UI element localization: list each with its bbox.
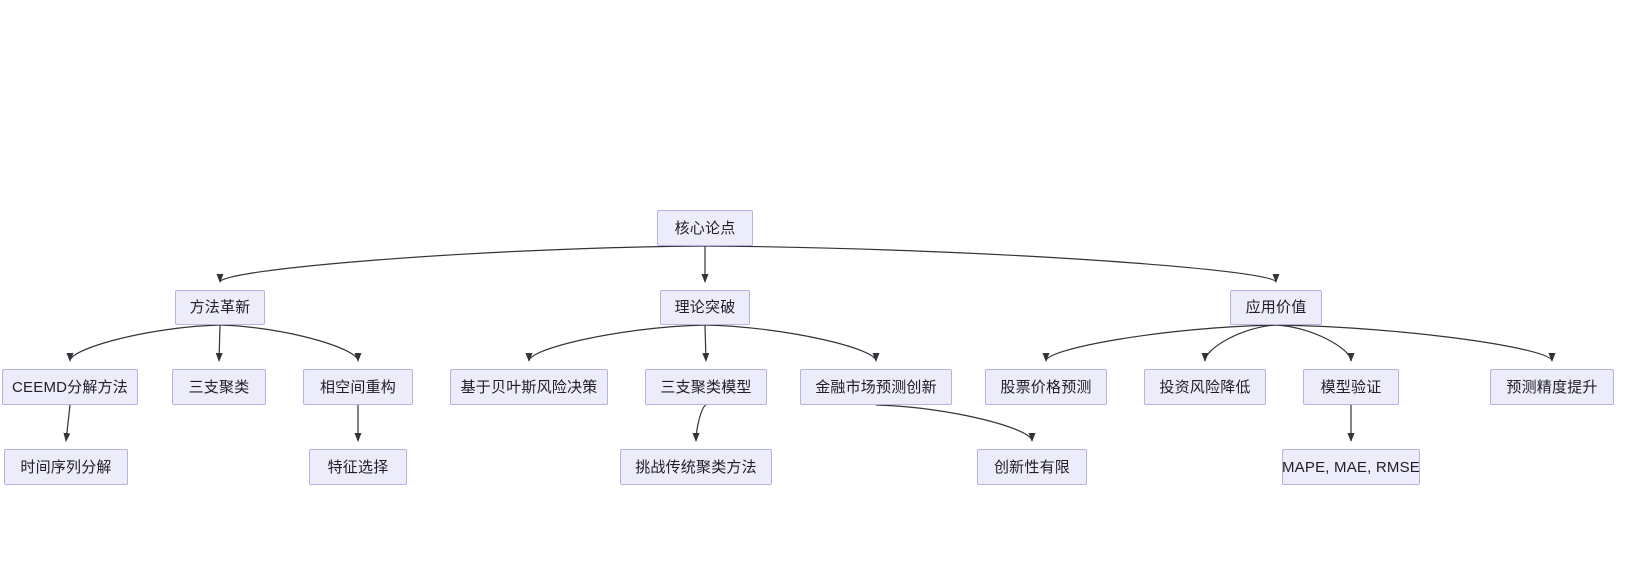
node-tw-model[interactable]: 三支聚类模型	[645, 369, 767, 405]
node-method[interactable]: 方法革新	[175, 290, 265, 325]
node-label: 相空间重构	[319, 378, 396, 396]
node-phase[interactable]: 相空间重构	[303, 369, 413, 405]
node-theory[interactable]: 理论突破	[660, 290, 750, 325]
node-three-way[interactable]: 三支聚类	[172, 369, 266, 405]
node-label: MAPE, MAE, RMSE	[1281, 458, 1421, 476]
node-ts-decomp[interactable]: 时间序列分解	[4, 449, 128, 485]
node-label: 基于贝叶斯风险决策	[460, 378, 598, 396]
node-label: 创新性有限	[993, 458, 1070, 476]
node-label: 理论突破	[674, 299, 736, 316]
node-label: 预测精度提升	[1506, 378, 1598, 396]
node-application[interactable]: 应用价值	[1230, 290, 1322, 325]
edge-method-to-phase	[219, 324, 362, 362]
node-stock[interactable]: 股票价格预测	[985, 369, 1107, 405]
node-feature[interactable]: 特征选择	[309, 449, 407, 485]
node-label: 投资风险降低	[1159, 378, 1251, 396]
edge-root-to-application	[704, 245, 1280, 283]
node-accuracy[interactable]: 预测精度提升	[1490, 369, 1614, 405]
edge-application-to-risk	[1201, 324, 1277, 362]
node-risk[interactable]: 投资风险降低	[1144, 369, 1266, 405]
node-root[interactable]: 核心论点	[657, 210, 753, 246]
node-label: 三支聚类	[188, 378, 250, 396]
node-validate[interactable]: 模型验证	[1303, 369, 1399, 405]
node-challenge[interactable]: 挑战传统聚类方法	[620, 449, 772, 485]
edge-finance-to-limited	[875, 404, 1036, 442]
node-finance[interactable]: 金融市场预测创新	[800, 369, 952, 405]
edge-ceemd-to-ts-decomp	[63, 404, 71, 442]
edge-application-to-validate	[1275, 324, 1355, 362]
node-metrics[interactable]: MAPE, MAE, RMSE	[1282, 449, 1420, 485]
node-limited[interactable]: 创新性有限	[977, 449, 1087, 485]
edge-application-to-accuracy	[1275, 324, 1556, 362]
node-label: 挑战传统聚类方法	[635, 458, 757, 476]
node-label: 三支聚类模型	[660, 378, 752, 396]
node-label: 股票价格预测	[1000, 378, 1092, 396]
edge-method-to-three-way	[215, 324, 223, 362]
edge-method-to-ceemd	[66, 324, 221, 362]
edge-theory-to-tw-model	[702, 324, 710, 362]
edge-theory-to-bayes	[525, 324, 706, 362]
node-ceemd[interactable]: CEEMD分解方法	[2, 369, 138, 405]
node-label: 应用价值	[1245, 299, 1307, 316]
edge-application-to-stock	[1042, 324, 1277, 362]
node-label: CEEMD分解方法	[12, 378, 128, 396]
edge-root-to-method	[216, 245, 706, 283]
node-label: 特征选择	[327, 458, 389, 476]
node-bayes[interactable]: 基于贝叶斯风险决策	[450, 369, 608, 405]
node-label: 金融市场预测创新	[815, 378, 937, 396]
node-label: 时间序列分解	[20, 458, 112, 476]
node-label: 模型验证	[1320, 378, 1382, 396]
edge-theory-to-finance	[704, 324, 880, 362]
edge-tw-model-to-challenge	[692, 404, 707, 442]
node-label: 方法革新	[189, 299, 251, 316]
node-label: 核心论点	[674, 219, 736, 237]
